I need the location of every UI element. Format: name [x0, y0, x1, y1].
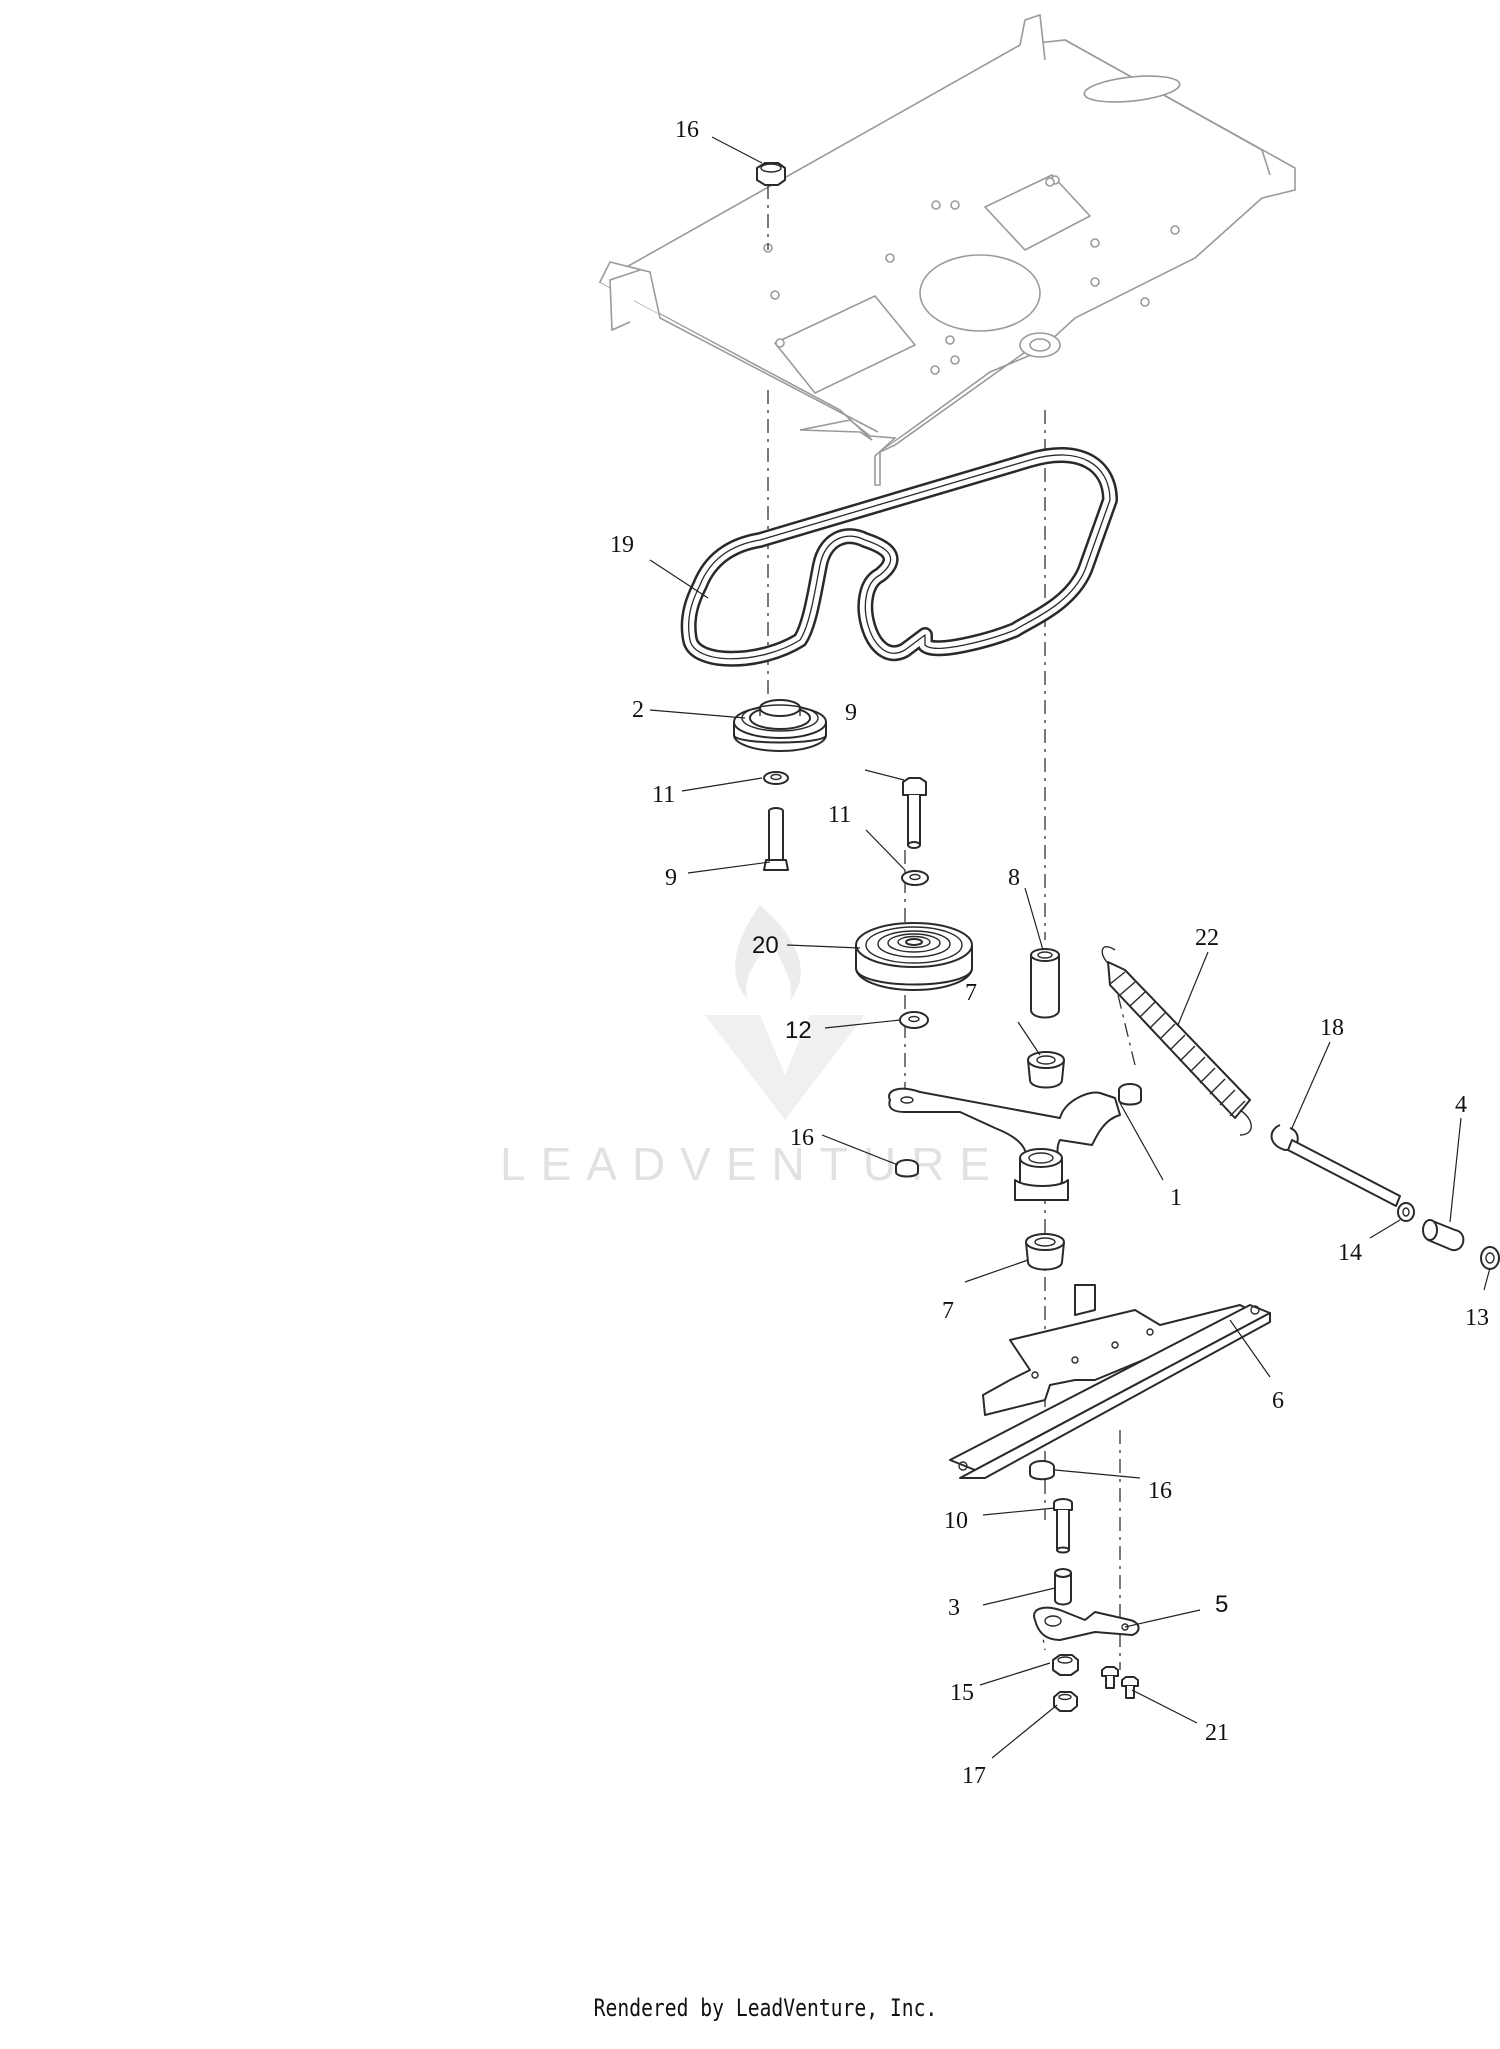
callout-10: 10 [944, 1508, 968, 1534]
bolt-left [763, 807, 789, 871]
lock-nut [1053, 1691, 1078, 1712]
callout-16: 16 [790, 1125, 814, 1151]
callout-22: 22 [1195, 925, 1219, 951]
callout-5: 5 [1215, 1591, 1228, 1618]
callout-leaders [649, 136, 1491, 1759]
hex-nut-small [1397, 1202, 1415, 1222]
callout-7: 7 [965, 980, 977, 1006]
callout-7: 7 [942, 1298, 954, 1324]
rod-spacer [1422, 1219, 1465, 1252]
washer-spacer [899, 1011, 929, 1029]
callout-4: 4 [1455, 1092, 1467, 1118]
mounting-plate [598, 13, 1296, 486]
footer-credit: Rendered by LeadVenture, Inc. [593, 1994, 938, 2022]
callout-16: 16 [1148, 1478, 1172, 1504]
mounting-bracket [949, 1284, 1271, 1479]
callout-6: 6 [1272, 1388, 1284, 1414]
callout-2: 2 [632, 697, 644, 723]
screws [1101, 1666, 1139, 1699]
stop-bracket [1033, 1606, 1140, 1641]
callout-11: 11 [828, 802, 851, 828]
washer-left [763, 771, 789, 785]
callout-13: 13 [1465, 1305, 1489, 1331]
idler-arm [888, 1083, 1142, 1201]
callout-14: 14 [1338, 1240, 1362, 1266]
callout-3: 3 [948, 1595, 960, 1621]
callout-15: 15 [950, 1680, 974, 1706]
callout-18: 18 [1320, 1015, 1344, 1041]
callout-19: 19 [610, 532, 634, 558]
adjustment-rod [1270, 1124, 1401, 1207]
callout-9: 9 [845, 700, 857, 726]
bushing-lower [1025, 1233, 1065, 1271]
flange-nut-top [756, 162, 786, 186]
callout-21: 21 [1205, 1720, 1229, 1746]
flange-nut-middle [895, 1159, 919, 1178]
bolt-right [902, 777, 927, 849]
flange-nut-lower [1029, 1460, 1055, 1481]
watermark-text: LEADVENTURE [500, 1138, 1005, 1190]
callout-20: 20 [752, 932, 779, 959]
callout-labels: 16 19 2 9 11 11 9 8 20 22 7 12 18 4 16 1… [610, 117, 1489, 1789]
tension-spring [1101, 946, 1252, 1136]
flange-nut-rod [1480, 1246, 1500, 1270]
idler-pulley-large [855, 922, 973, 991]
callout-11: 11 [652, 782, 675, 808]
callout-12: 12 [785, 1017, 812, 1044]
idler-pulley-small [733, 699, 827, 752]
hex-nut-lower [1052, 1654, 1079, 1676]
watermark-logo [705, 905, 865, 1120]
drive-belt [680, 447, 1118, 667]
callout-9: 9 [665, 865, 677, 891]
washer-right [901, 870, 929, 886]
callout-17: 17 [962, 1763, 986, 1789]
callout-16: 16 [675, 117, 699, 143]
bushing-upper [1027, 1051, 1065, 1089]
pivot-sleeve [1030, 948, 1060, 1019]
callout-8: 8 [1008, 865, 1020, 891]
spacer-tube [1054, 1568, 1072, 1606]
shoulder-bolt [1053, 1498, 1073, 1554]
callout-1: 1 [1170, 1185, 1182, 1211]
